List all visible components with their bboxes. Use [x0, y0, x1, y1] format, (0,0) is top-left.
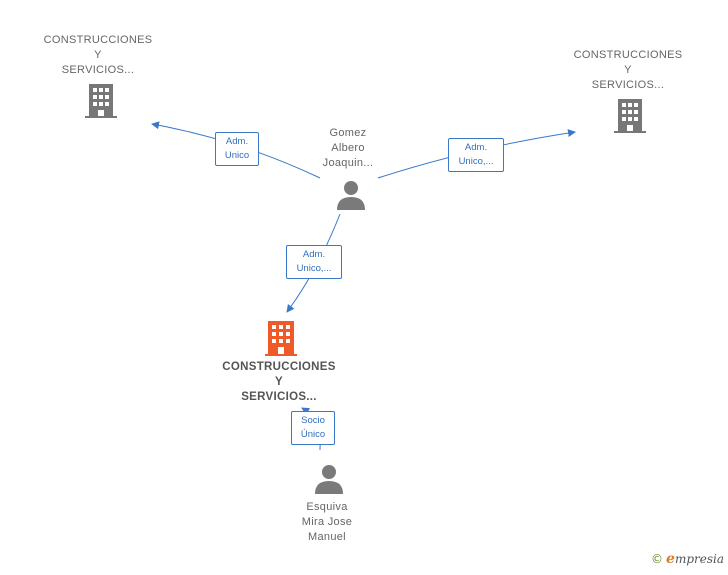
- edge-label-top-left[interactable]: Adm. Unico: [215, 132, 259, 166]
- person-esquiva-label[interactable]: Esquiva Mira Jose Manuel: [277, 500, 377, 545]
- company-name-line: Y: [275, 376, 283, 388]
- person-name-line: Gomez: [329, 127, 367, 139]
- edge-label-line: Unico: [224, 150, 250, 161]
- person-name-line: Mira Jose: [301, 516, 353, 528]
- edge-label-line: Unico,...: [296, 263, 332, 274]
- person-name-line: Esquiva: [306, 501, 348, 513]
- company-name-line: SERVICIOS...: [591, 79, 665, 91]
- person-name-line: Albero: [331, 142, 365, 154]
- edge-label-top-right[interactable]: Adm. Unico,...: [448, 138, 504, 172]
- edge-label-line: Adm.: [464, 142, 488, 153]
- company-top-left-label[interactable]: CONSTRUCCIONES Y SERVICIOS...: [28, 33, 168, 78]
- person-name-line: Manuel: [308, 531, 346, 543]
- company-name-line: CONSTRUCCIONES: [43, 34, 153, 46]
- company-name-line: Y: [94, 49, 102, 61]
- edge-label-center[interactable]: Adm. Unico,...: [286, 245, 342, 279]
- person-icon[interactable]: [314, 464, 344, 494]
- edge-label-line: Único: [300, 429, 326, 440]
- brand-name: mpresia: [674, 552, 724, 566]
- empresia-logo: ©empresia: [651, 551, 724, 567]
- building-icon[interactable]: [614, 99, 646, 133]
- company-name-line: SERVICIOS...: [61, 64, 135, 76]
- company-name-line: Y: [624, 64, 632, 76]
- edge-label-line: Socio: [301, 415, 325, 426]
- edge-label-esquiva[interactable]: Socio Único: [291, 411, 335, 445]
- company-top-right-label[interactable]: CONSTRUCCIONES Y SERVICIOS...: [558, 48, 698, 93]
- brand-initial: e: [666, 551, 675, 567]
- copyright-symbol: ©: [651, 552, 664, 566]
- edge-label-line: Adm.: [302, 249, 326, 260]
- edge-label-line: Adm.: [225, 136, 249, 147]
- company-name-line: CONSTRUCCIONES: [222, 361, 336, 373]
- company-center-label[interactable]: CONSTRUCCIONES Y SERVICIOS...: [204, 360, 354, 405]
- edge-label-line: Unico,...: [458, 156, 494, 167]
- person-name-line: Joaquin...: [322, 157, 374, 169]
- person-gomez-label[interactable]: Gomez Albero Joaquin...: [298, 126, 398, 171]
- building-icon[interactable]: [265, 321, 297, 356]
- company-name-line: CONSTRUCCIONES: [573, 49, 683, 61]
- building-icon[interactable]: [85, 84, 117, 118]
- person-icon[interactable]: [336, 180, 366, 210]
- company-name-line: SERVICIOS...: [241, 391, 317, 403]
